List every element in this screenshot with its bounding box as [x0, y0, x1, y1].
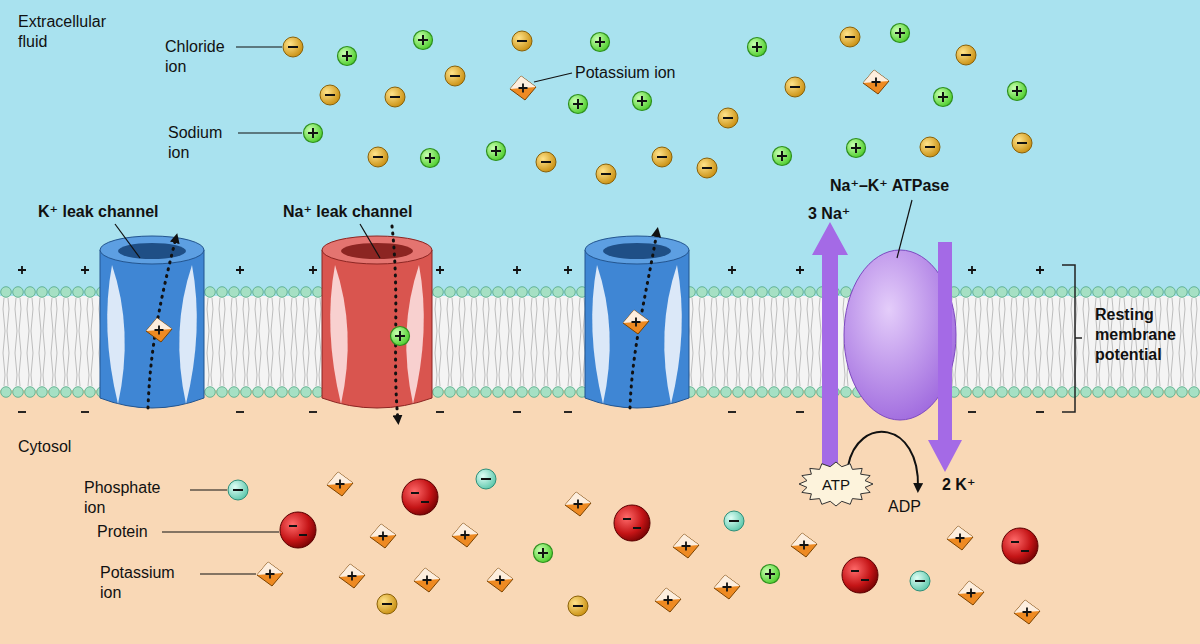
- chloride-ion: [718, 108, 738, 128]
- potassium-ion: [947, 526, 973, 550]
- phosphate-ion: [228, 480, 248, 500]
- sodium-ion: [761, 565, 780, 584]
- sodium-ion: [421, 149, 440, 168]
- chloride-ion: [785, 77, 805, 97]
- potassium-ion: [655, 588, 681, 612]
- protein-anion: [1002, 528, 1038, 564]
- sodium-ion: [633, 92, 652, 111]
- node-text: ATP: [798, 461, 874, 507]
- sodium-ion: [569, 95, 588, 114]
- potassium-ion: [327, 472, 353, 496]
- na-leak-channel: [322, 236, 432, 408]
- molecule-label: ADP: [888, 497, 921, 517]
- chloride-ion: [377, 594, 397, 614]
- protein-anion: [842, 557, 878, 593]
- protein-anion: [402, 479, 438, 515]
- sodium-ion: [304, 124, 323, 143]
- potassium-ion: [370, 524, 396, 548]
- sodium-ion: [1008, 82, 1027, 101]
- chloride-ion: [920, 137, 940, 157]
- ion-label: Potassium ion: [100, 563, 182, 603]
- sodium-ion: [591, 33, 610, 52]
- potential-bracket: [1062, 265, 1082, 412]
- protein-anion: [614, 505, 650, 541]
- potassium-ion: [510, 76, 536, 100]
- potassium-ion: [414, 568, 440, 592]
- ion-label: Chloride ion: [165, 37, 237, 77]
- flux-label: 2 K⁺: [942, 475, 975, 495]
- phosphate-ion: [724, 511, 744, 531]
- channel-label: K⁺ leak channel: [38, 202, 159, 222]
- chloride-ion: [320, 85, 340, 105]
- ion-label: Potassium ion: [575, 63, 676, 83]
- chloride-ion: [596, 164, 616, 184]
- leader-lines: [115, 47, 912, 574]
- phosphate-ion: [910, 571, 930, 591]
- potassium-ion: [565, 492, 591, 516]
- sodium-ion: [534, 544, 553, 563]
- potassium-ion: [863, 70, 889, 94]
- chloride-ion: [652, 147, 672, 167]
- sodium-ion: [748, 38, 767, 57]
- channel-label: Na⁺ leak channel: [283, 202, 412, 222]
- potassium-ion: [257, 562, 283, 586]
- potassium-ion: [339, 564, 365, 588]
- chloride-ion: [283, 37, 303, 57]
- sodium-ion: [338, 47, 357, 66]
- protein-anion: [280, 512, 316, 548]
- potassium-ion: [791, 533, 817, 557]
- chloride-ion: [568, 596, 588, 616]
- sodium-ion: [773, 147, 792, 166]
- chloride-ion: [385, 87, 405, 107]
- k-leak-channel: [585, 236, 689, 408]
- potassium-ion: [452, 523, 478, 547]
- ion-label: Phosphate ion: [84, 478, 169, 518]
- channel-ions: [146, 310, 649, 346]
- chloride-ion: [512, 31, 532, 51]
- sodium-ion: [414, 31, 433, 50]
- atp-burst: ATP: [798, 461, 874, 507]
- bracket-label: Resting membrane potential: [1095, 305, 1195, 365]
- chloride-ion: [697, 158, 717, 178]
- potassium-ion: [958, 581, 984, 605]
- pump-label: Na⁺–K⁺ ATPase: [830, 176, 949, 196]
- chloride-ion: [1012, 133, 1032, 153]
- potassium-ion: [673, 534, 699, 558]
- flux-label: 3 Na⁺: [808, 204, 850, 224]
- region-label: Extracellular fluid: [18, 12, 128, 52]
- sodium-ion: [487, 142, 506, 161]
- k-leak-channel: [100, 236, 204, 408]
- chloride-ion: [368, 147, 388, 167]
- ion-label: Protein: [97, 522, 148, 542]
- cytosol-ions: [228, 469, 1040, 624]
- chloride-ion: [956, 45, 976, 65]
- sodium-ion: [934, 88, 953, 107]
- potassium-ion: [1014, 600, 1040, 624]
- burst-shape: [799, 462, 873, 506]
- phosphate-ion: [476, 469, 496, 489]
- ion-flow-arrows: [148, 226, 657, 420]
- region-label: Cytosol: [18, 437, 71, 457]
- chloride-ion: [445, 66, 465, 86]
- chloride-ion: [536, 152, 556, 172]
- sodium-ion: [891, 24, 910, 43]
- extracellular-ions: [283, 24, 1032, 185]
- ion-label: Sodium ion: [168, 123, 236, 163]
- na-k-pump: [812, 222, 962, 475]
- chloride-ion: [840, 27, 860, 47]
- sodium-ion: [847, 139, 866, 158]
- potassium-ion: [487, 568, 513, 592]
- potassium-ion: [714, 575, 740, 599]
